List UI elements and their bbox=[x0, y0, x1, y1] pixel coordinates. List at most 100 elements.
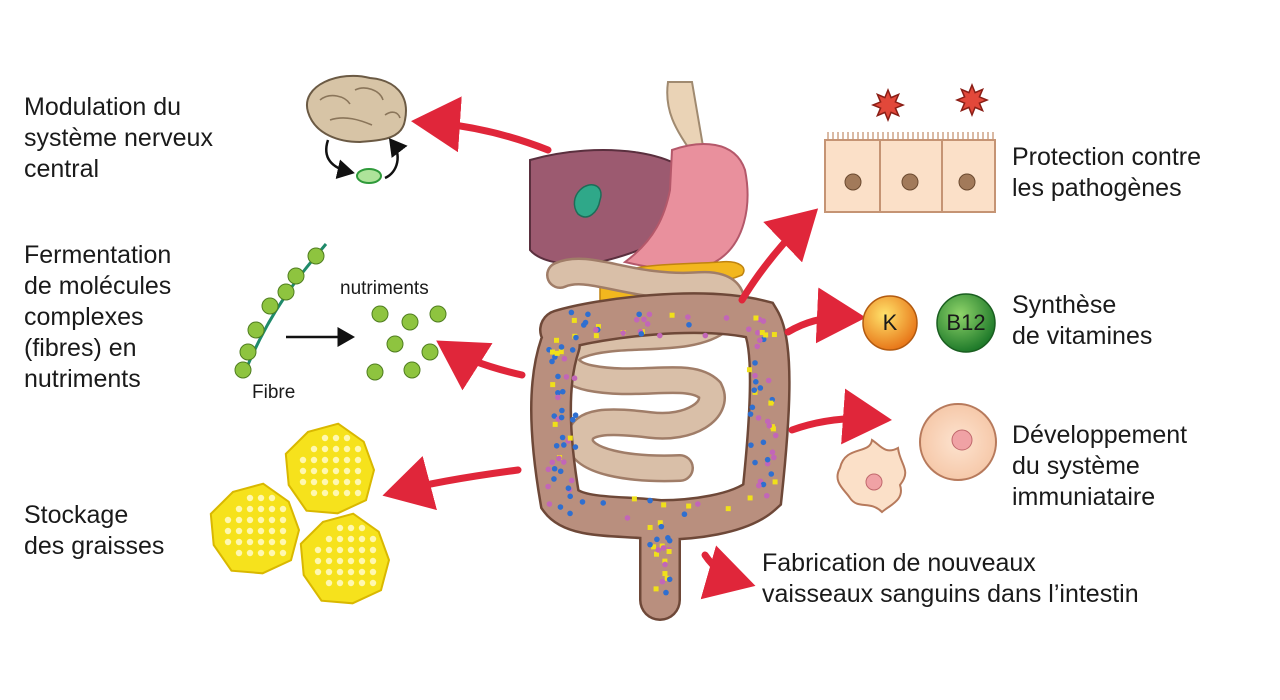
bacterium bbox=[559, 388, 566, 395]
bacterium bbox=[631, 496, 637, 502]
bacterium bbox=[755, 329, 761, 336]
bacterium bbox=[757, 385, 764, 391]
bacterium bbox=[747, 495, 753, 501]
bacterium bbox=[563, 374, 570, 380]
bacterium bbox=[754, 343, 761, 350]
label-pathogen-protection: Protection contre les pathogènes bbox=[1012, 143, 1201, 202]
label-immune-development: Développement du système immuniataire bbox=[1012, 421, 1188, 511]
bacterium bbox=[545, 466, 552, 473]
bacterium bbox=[569, 416, 576, 423]
fibre-chain bbox=[234, 243, 328, 379]
bacterium bbox=[655, 547, 662, 553]
bacterium bbox=[657, 520, 663, 526]
label-vitamin-synthesis: Synthèse de vitamines bbox=[1012, 291, 1153, 350]
bacterium bbox=[567, 510, 573, 517]
bacterium bbox=[759, 330, 765, 336]
bacterium bbox=[752, 360, 758, 366]
bacterium bbox=[569, 347, 576, 353]
bacterium bbox=[551, 465, 558, 472]
bacterium bbox=[653, 551, 659, 557]
bacterium bbox=[769, 449, 776, 455]
bacterium bbox=[557, 504, 564, 510]
bacterium bbox=[752, 372, 758, 379]
label-fibre: Fibre bbox=[252, 382, 296, 403]
arrow-to-immune-system bbox=[788, 388, 892, 445]
fat-cell bbox=[284, 422, 376, 515]
bacterium bbox=[755, 415, 762, 421]
bacterium bbox=[686, 321, 692, 328]
bacterium bbox=[695, 501, 701, 507]
bacterium bbox=[658, 523, 665, 530]
bacterium bbox=[749, 404, 756, 411]
bacterium bbox=[656, 332, 663, 339]
bacterium bbox=[747, 411, 754, 417]
bacterium bbox=[555, 389, 561, 396]
bacterium bbox=[764, 418, 771, 425]
fat-cell bbox=[209, 482, 301, 575]
bacterium bbox=[771, 454, 777, 461]
bacterium bbox=[593, 333, 599, 339]
digestive-system-illustration bbox=[529, 81, 791, 621]
effect-arrows bbox=[382, 96, 892, 600]
bacterium bbox=[659, 578, 666, 585]
bacterium bbox=[646, 311, 653, 318]
pathogen-icons bbox=[871, 83, 989, 122]
nutrient-particles bbox=[366, 305, 447, 381]
bacterium bbox=[765, 377, 772, 384]
bacterium bbox=[571, 375, 578, 382]
bacterium bbox=[568, 309, 575, 316]
bacterium bbox=[662, 561, 668, 568]
bacterium bbox=[582, 319, 589, 326]
bacterium bbox=[568, 477, 575, 484]
bacterium bbox=[772, 479, 778, 485]
bacterium bbox=[585, 311, 591, 318]
label-fat-storage: Stockage des graisses bbox=[24, 501, 165, 560]
bacterium bbox=[771, 332, 777, 338]
bacterium bbox=[653, 586, 659, 592]
bacterium bbox=[550, 349, 556, 355]
bacterium bbox=[620, 330, 626, 336]
bacterium bbox=[595, 324, 601, 330]
bacterium bbox=[555, 394, 561, 401]
arrow-to-fat-storage bbox=[382, 455, 522, 511]
bacterium bbox=[571, 317, 577, 323]
bacterium bbox=[565, 485, 572, 491]
label-blood-vessel-formation: Fabrication de nouveaux vaisseaux sangui… bbox=[762, 549, 1139, 608]
bacterium bbox=[561, 355, 568, 362]
vitamin-k-circle bbox=[862, 295, 918, 351]
bacterium bbox=[660, 545, 667, 551]
bacterium bbox=[746, 367, 752, 373]
bacterium bbox=[654, 536, 660, 543]
bacterium bbox=[760, 318, 767, 324]
label-fermentation: Fermentation de molécules complexes (fib… bbox=[24, 241, 172, 393]
bacterium bbox=[764, 456, 771, 463]
bacterium bbox=[557, 468, 564, 475]
vitamin-b12-label: B12 bbox=[946, 310, 986, 335]
bacterium bbox=[763, 492, 770, 499]
bacterium bbox=[647, 541, 653, 548]
gut-bacteria bbox=[545, 309, 779, 596]
bacterium bbox=[752, 459, 758, 466]
gallbladder bbox=[573, 184, 602, 218]
label-cns-modulation: Modulation du système nerveux central bbox=[24, 93, 213, 183]
bacterium bbox=[556, 455, 562, 462]
bacterium bbox=[766, 423, 773, 429]
bacterium bbox=[558, 414, 565, 421]
bacterium bbox=[751, 387, 758, 393]
bacterium bbox=[651, 544, 657, 550]
bacterium bbox=[560, 459, 567, 465]
bacterium bbox=[723, 315, 730, 321]
bacterium bbox=[686, 503, 692, 509]
arrow-to-brain bbox=[411, 96, 552, 154]
brain-illustration bbox=[305, 74, 408, 184]
bacterium bbox=[549, 459, 556, 466]
bacterium bbox=[763, 332, 769, 338]
bacterium bbox=[553, 442, 560, 449]
bacterium bbox=[756, 482, 762, 489]
bacterium bbox=[561, 442, 567, 448]
bacterium bbox=[745, 326, 752, 333]
vitamin-k-label: K bbox=[882, 310, 898, 335]
bacterium bbox=[681, 511, 688, 518]
intestinal-epithelium bbox=[824, 132, 996, 213]
